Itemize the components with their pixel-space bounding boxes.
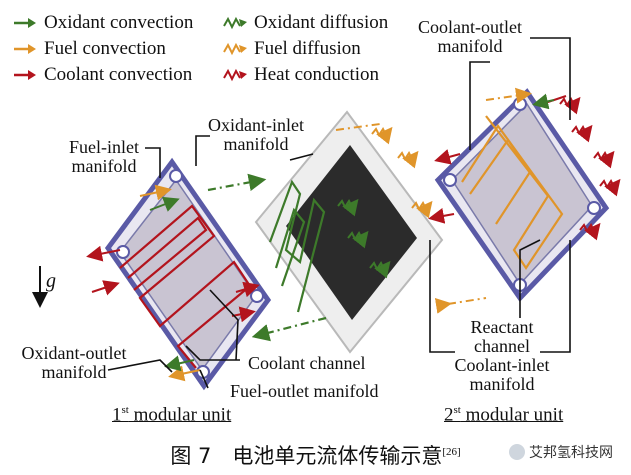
coolant-outlet-manifold-label: Coolant-outlet manifold: [408, 18, 532, 56]
unit-text: modular unit: [460, 404, 564, 426]
fuel-outlet-manifold-label: Fuel-outlet manifold: [230, 381, 379, 401]
label-line: channel: [474, 336, 530, 356]
second-unit-plate: [434, 88, 610, 302]
label-line: Reactant: [470, 317, 534, 337]
unit-text: modular unit: [128, 404, 232, 426]
label-line: manifold: [437, 36, 503, 56]
figure-caption: 图 7 电池单元流体传输示意[26]: [0, 440, 631, 470]
fuel-inlet-manifold-label: Fuel-inlet manifold: [58, 138, 150, 176]
legend-fuel-diffusion: Fuel diffusion: [222, 38, 361, 60]
label-line: manifold: [223, 134, 289, 154]
legend-heat-conduction: Heat conduction: [222, 64, 379, 86]
legend-label: Oxidant diffusion: [254, 12, 389, 33]
unit1-arrows: [86, 184, 260, 382]
legend-label: Fuel convection: [44, 38, 166, 59]
wechat-logo-icon: [509, 444, 525, 460]
unit-ordinal: st: [453, 404, 461, 416]
label-line: manifold: [469, 374, 535, 394]
red-wavy-arrow-icon: [223, 68, 247, 82]
reactant-channel-label: Reactant channel: [454, 318, 550, 356]
unit2-fuel-serpentine: [461, 115, 564, 270]
label-line: Coolant-outlet: [418, 17, 522, 37]
green-straight-arrow-icon: [14, 18, 36, 28]
oxidant-flow-center: [207, 153, 327, 342]
label-line: Oxidant-outlet: [21, 343, 127, 363]
watermark: 艾邦氢科技网: [505, 440, 617, 464]
label-line: manifold: [41, 362, 107, 382]
unit-number: 1: [112, 404, 122, 426]
unit-ordinal: st: [121, 404, 129, 416]
legend-label: Fuel diffusion: [254, 38, 361, 59]
coolant-inlet-manifold-label: Coolant-inlet manifold: [440, 356, 564, 394]
label-line: manifold: [71, 156, 137, 176]
orange-wavy-arrow-icon: [223, 42, 247, 56]
caption-text: 图 7 电池单元流体传输示意: [170, 444, 443, 468]
gravity-symbol: g: [46, 270, 56, 292]
label-line: Coolant-inlet: [454, 355, 550, 375]
label-line: Oxidant-inlet: [208, 115, 304, 135]
first-unit-label: 1st modular unit: [112, 404, 231, 426]
green-wavy-arrow-icon: [223, 16, 247, 30]
orange-straight-arrow-icon: [14, 44, 36, 54]
unit2-green-arrow: [532, 93, 555, 110]
legend-label: Oxidant convection: [44, 12, 194, 33]
second-unit-label: 2st modular unit: [444, 404, 563, 426]
label-line: Fuel-inlet: [69, 137, 139, 157]
oxidant-inlet-manifold-label: Oxidant-inlet manifold: [196, 116, 316, 154]
unit-number: 2: [444, 404, 454, 426]
watermark-text: 艾邦氢科技网: [529, 445, 613, 461]
oxidant-diffusion-waves: [337, 198, 391, 279]
red-straight-arrow-icon: [14, 70, 36, 80]
caption-reference: [26]: [442, 446, 461, 458]
first-unit-plate: [104, 157, 272, 391]
fuel-diffusion-waves: [335, 87, 532, 314]
legend-oxidant-convection: Oxidant convection: [12, 12, 193, 34]
legend-coolant-convection: Coolant convection: [12, 64, 192, 86]
leader-lines: [107, 37, 571, 389]
legend-fuel-convection: Fuel convection: [12, 38, 166, 60]
legend-oxidant-diffusion: Oxidant diffusion: [222, 12, 388, 34]
oxidant-outlet-manifold-label: Oxidant-outlet manifold: [8, 344, 140, 382]
unit1-coolant-serpentine: [119, 204, 252, 369]
coolant-channel-label: Coolant channel: [248, 353, 366, 373]
legend-label: Heat conduction: [254, 64, 380, 85]
legend-label: Coolant convection: [44, 64, 193, 85]
